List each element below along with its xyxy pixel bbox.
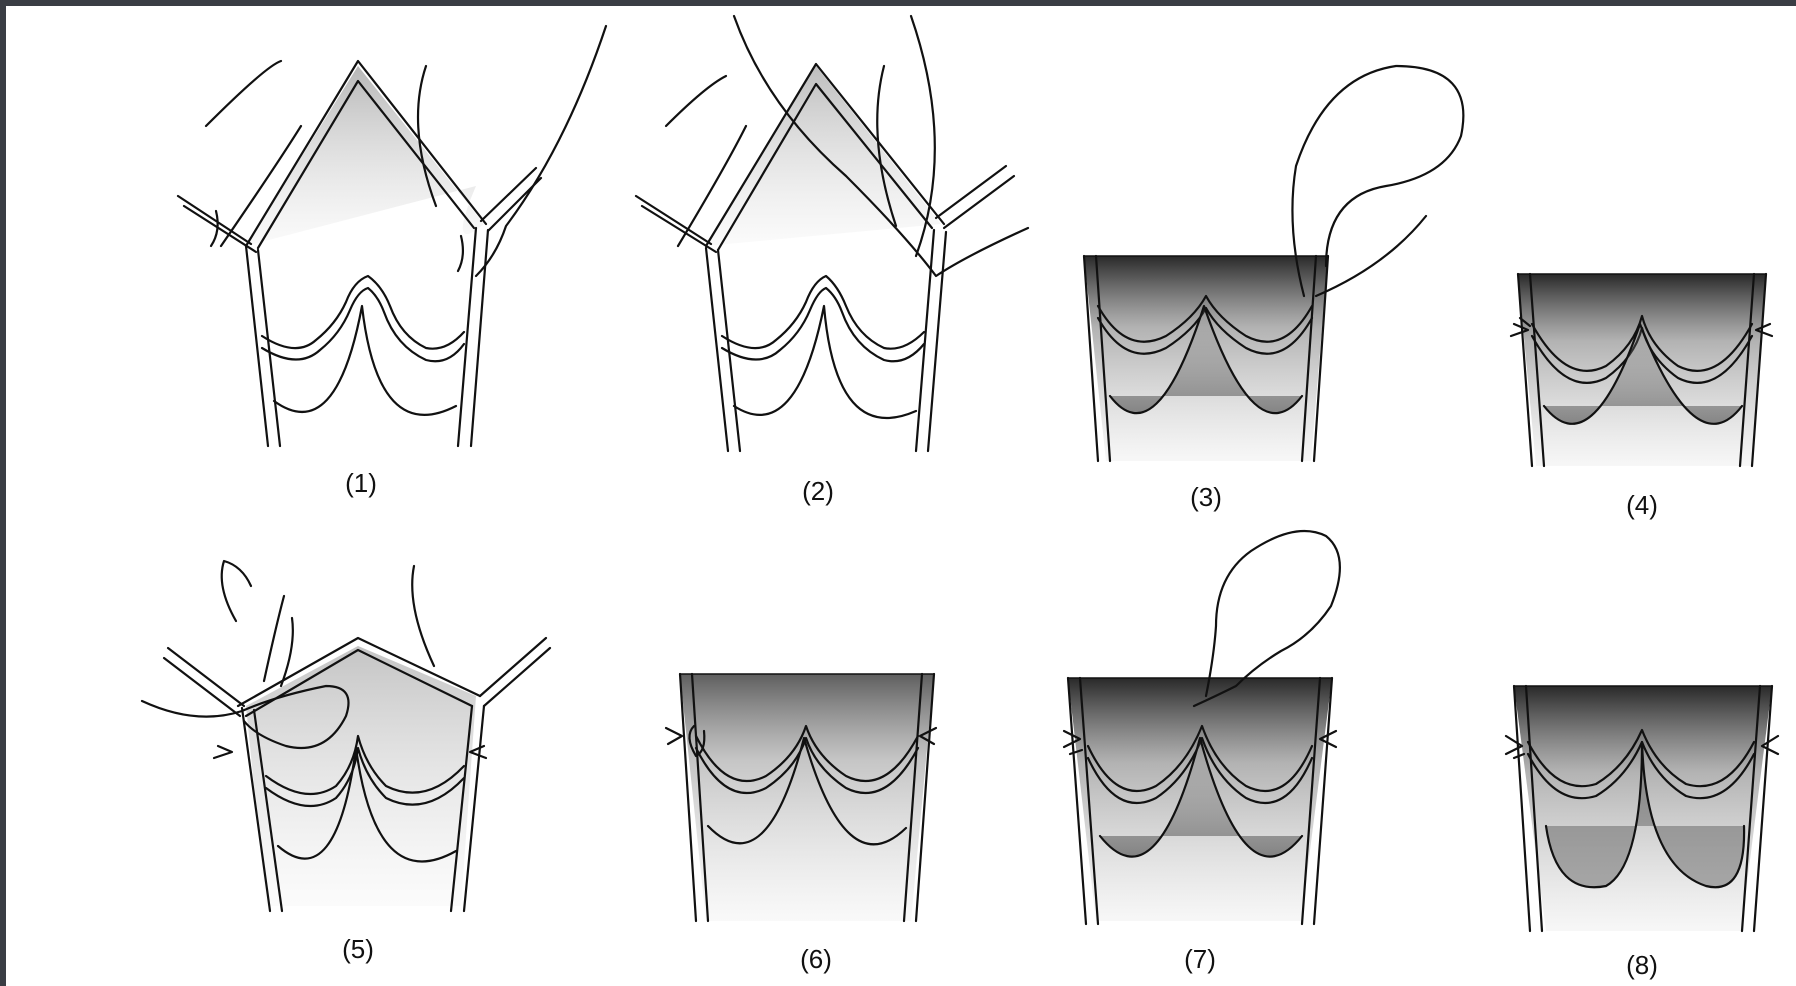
panel-1-drawing [178, 26, 606, 446]
valve-sequence-figure: (1) (2) [6, 6, 1796, 986]
panel-4-drawing [1511, 274, 1772, 466]
panel-3-drawing [1084, 66, 1463, 461]
panel-7-drawing [1064, 531, 1340, 924]
panel-1-label: (1) [345, 468, 377, 498]
panel-5-drawing [142, 561, 550, 911]
figure-canvas: (1) (2) [6, 6, 1796, 986]
panel-8-drawing [1506, 686, 1778, 931]
panel-6-label: (6) [800, 944, 832, 974]
panel-8-label: (8) [1626, 950, 1658, 980]
panel-7-label: (7) [1184, 944, 1216, 974]
panel-3-label: (3) [1190, 482, 1222, 512]
panel-5-label: (5) [342, 934, 374, 964]
panel-4-label: (4) [1626, 490, 1658, 520]
panel-6-drawing [666, 674, 936, 921]
panel-2-label: (2) [802, 476, 834, 506]
panel-2-drawing [636, 16, 1028, 451]
